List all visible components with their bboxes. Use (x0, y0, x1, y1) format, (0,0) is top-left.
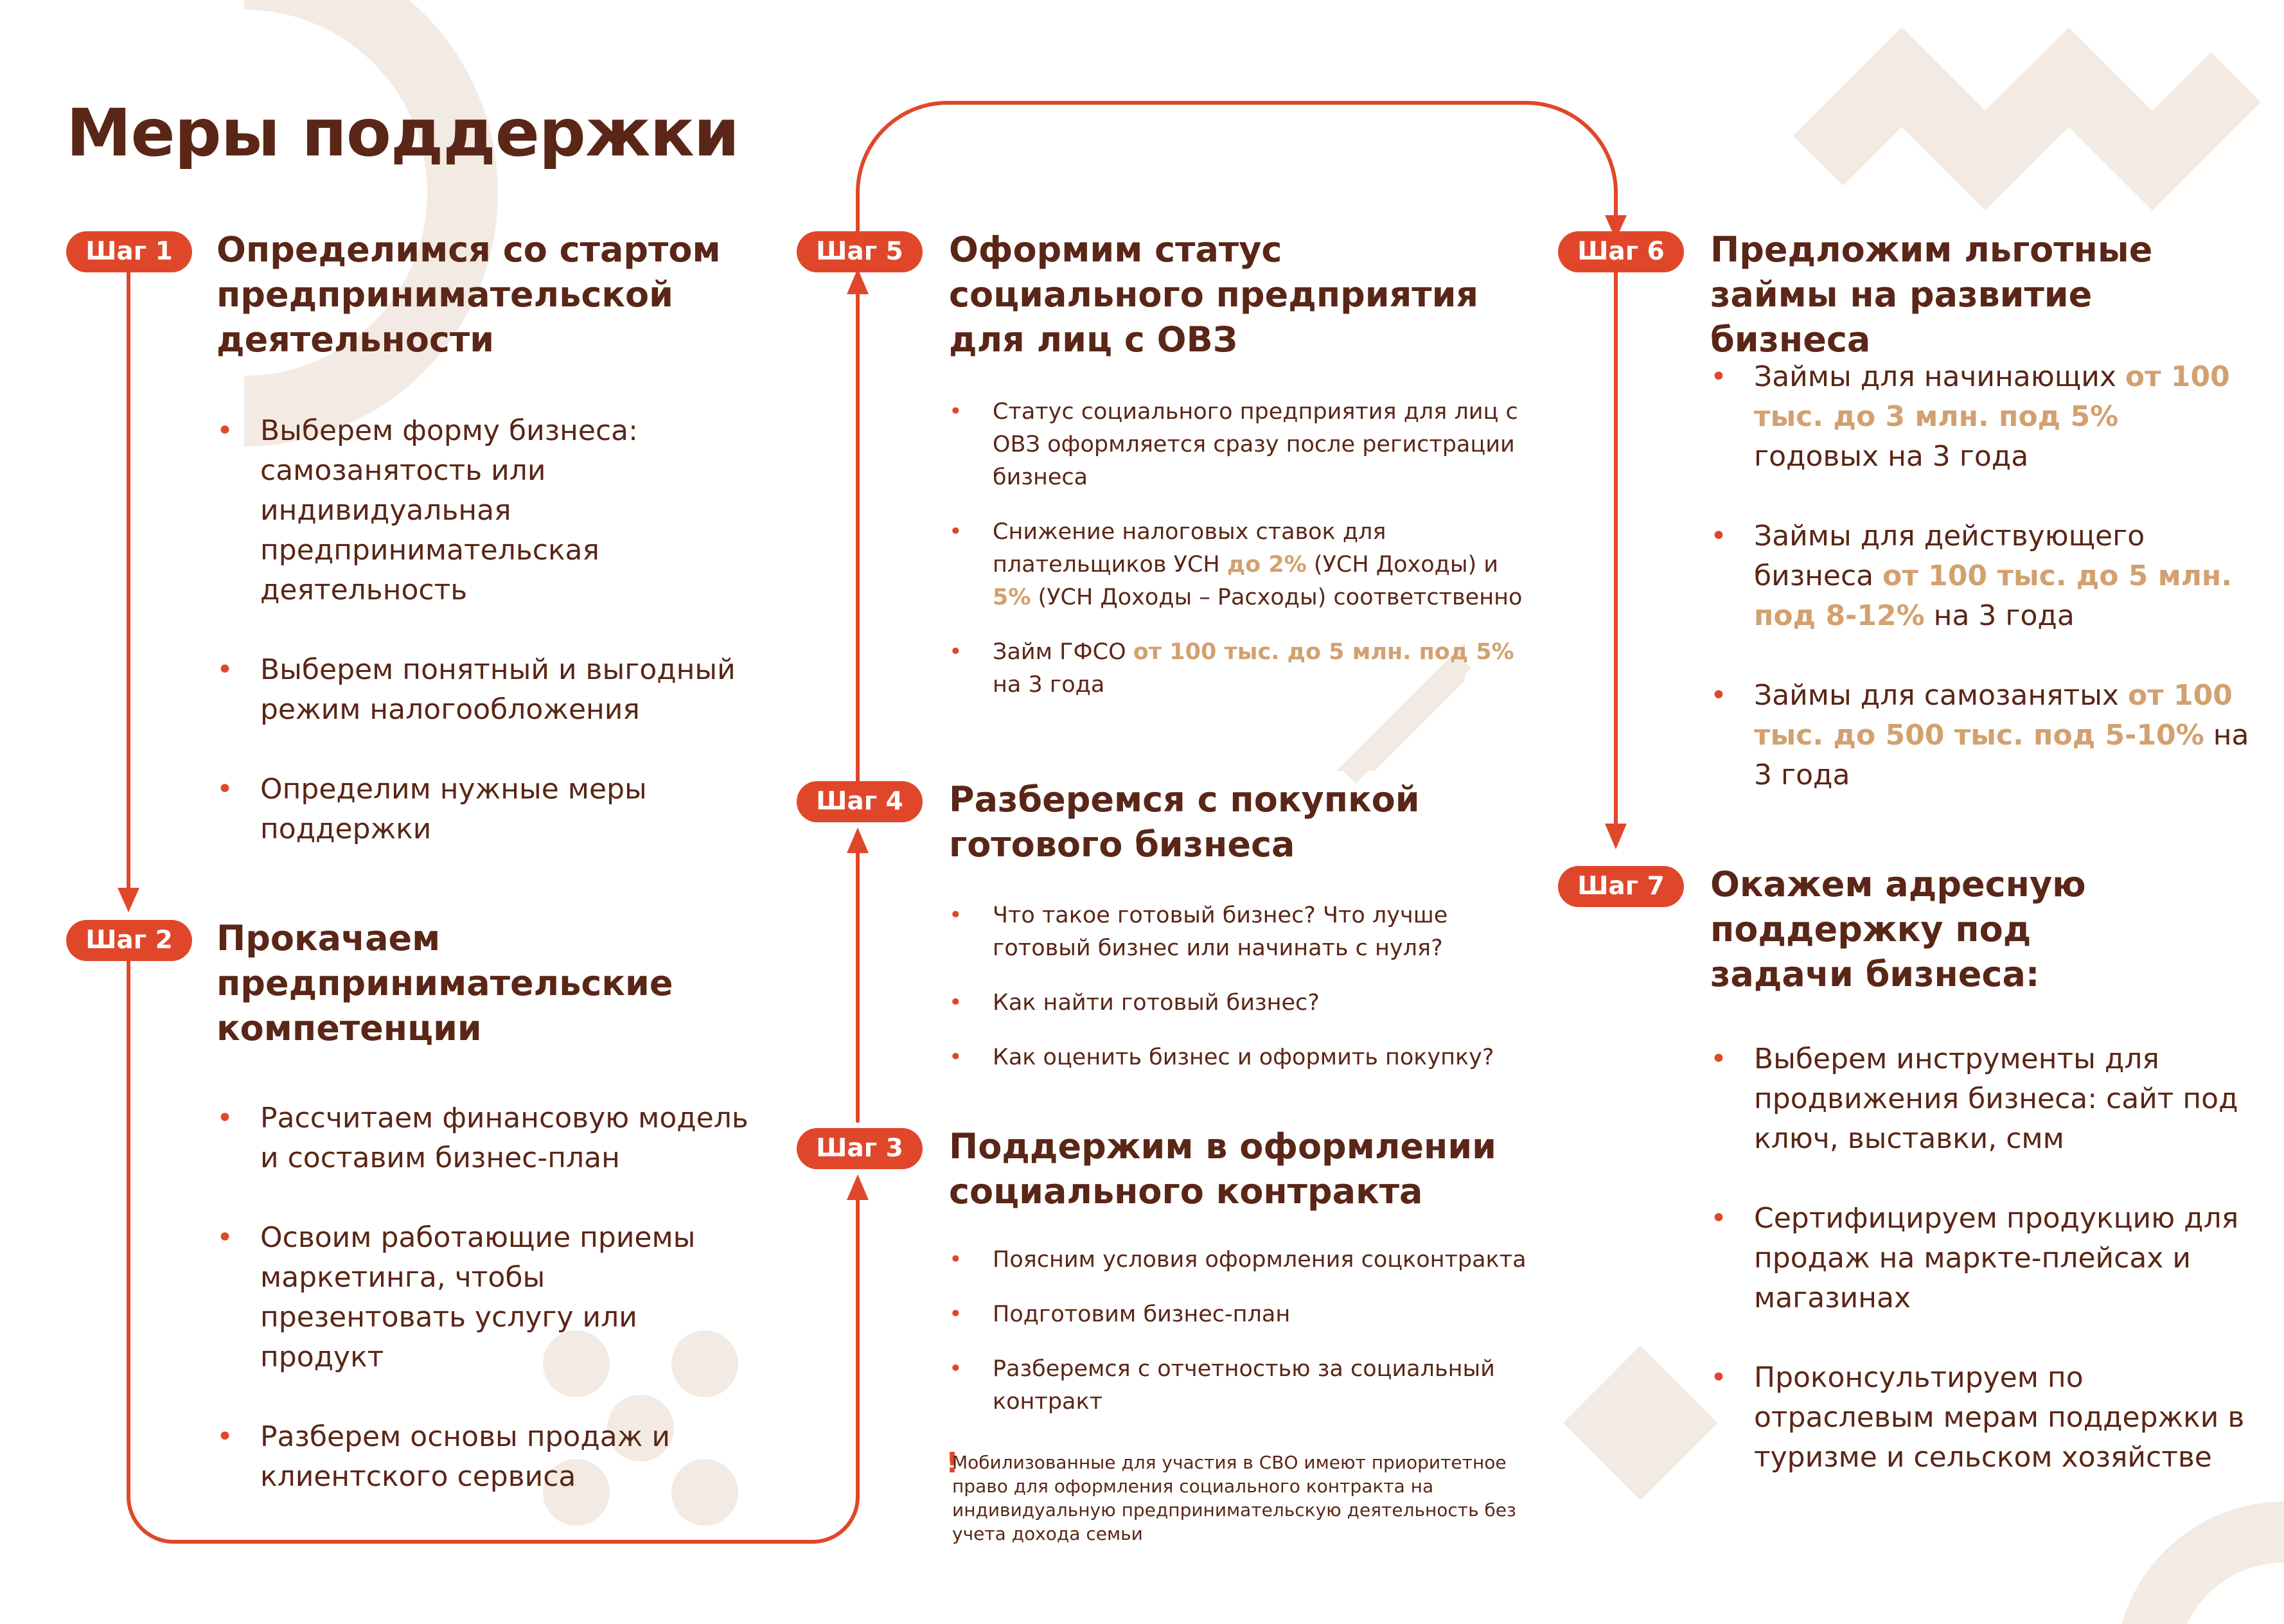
step-3-badge: Шаг 3 (797, 1128, 923, 1169)
page-title: Меры поддержки (66, 95, 739, 172)
list-item: Поясним условия оформления соцконтракта (949, 1244, 1527, 1276)
list-item: Выберем инструменты для продвижения бизн… (1710, 1039, 2250, 1159)
list-item: Займы для самозанятых от 100 тыс. до 500… (1710, 676, 2250, 795)
list-item: Займ ГФСО от 100 тыс. до 5 млн. под 5% н… (949, 636, 1527, 702)
step-3-note: Мобилизованные для участия в СВО имеют п… (952, 1452, 1516, 1544)
list-item: Выберем понятный и выгодный режим налого… (217, 650, 750, 730)
text-segment: на 3 года (993, 672, 1105, 698)
step-6-list: Займы для начинающих от 100 тыс. до 3 мл… (1710, 357, 2250, 835)
list-item: Займы для начинающих от 100 тыс. до 3 мл… (1710, 357, 2250, 477)
step-7-list: Выберем инструменты для продвижения бизн… (1710, 1039, 2250, 1517)
highlight-text: от 100 тыс. до 5 млн. под 8-12% (1754, 560, 2233, 632)
step-7-heading: Окажем адресную поддержку под задачи биз… (1710, 864, 2086, 994)
step-7-badge: Шаг 7 (1558, 866, 1684, 907)
list-item: Выберем форму бизнеса: самозанятость или… (217, 411, 750, 610)
step-6-badge: Шаг 6 (1558, 231, 1684, 272)
step-2-list: Рассчитаем финансовую модель и составим … (217, 1099, 750, 1537)
list-item: Подготовим бизнес-план (949, 1298, 1527, 1331)
step-5-badge: Шаг 5 (797, 231, 923, 272)
highlight-text: от 100 тыс. до 500 тыс. под 5-10% (1754, 679, 2233, 752)
list-item: Как найти готовый бизнес? (949, 987, 1527, 1019)
step-2-badge: Шаг 2 (66, 920, 192, 961)
list-item: Займы для действующего бизнеса от 100 ты… (1710, 516, 2250, 636)
step-6-heading: Предложим льготные займы на развитие биз… (1710, 229, 2153, 360)
list-item: Проконсультируем по отраслевым мерам под… (1710, 1358, 2250, 1478)
list-item: Определим нужные меры поддержки (217, 770, 750, 849)
text-segment: (УСН Доходы – Расходы) соответственно (1031, 585, 1523, 610)
text-segment: Снижение налоговых ставок для плательщик… (993, 519, 1386, 578)
text-segment: годовых на 3 года (1754, 440, 2029, 473)
text-segment: на 3 года (1924, 599, 2075, 632)
text-segment: Займы для начинающих (1754, 360, 2125, 393)
text-segment: Займы для самозанятых (1754, 679, 2128, 712)
list-item: Снижение налоговых ставок для плательщик… (949, 516, 1527, 614)
text-segment: на 3 года (1754, 719, 2249, 791)
step-3-list: Поясним условия оформления соцконтракта … (949, 1244, 1527, 1440)
step-4-list: Что такое готовый бизнес? Что лучше гото… (949, 899, 1527, 1096)
list-item: Статус социального предприятия для лиц с… (949, 396, 1527, 494)
list-item: Освоим работающие приемы маркетинга, что… (217, 1218, 750, 1377)
list-item: Как оценить бизнес и оформить покупку? (949, 1041, 1527, 1074)
highlight-text: до 2% (1226, 552, 1307, 578)
text-segment: Займ ГФСО (993, 639, 1133, 665)
highlight-text: 5% (993, 585, 1031, 610)
text-segment: (УСН Доходы) и (1306, 552, 1499, 578)
step-5-list: Статус социального предприятия для лиц с… (949, 396, 1527, 723)
step-4-heading: Разберемся с покупкой готового бизнеса (949, 779, 1420, 865)
text-segment: Статус социального предприятия для лиц с… (993, 399, 1518, 490)
list-item: Разберем основы продаж и клиентского сер… (217, 1417, 750, 1497)
step-1-heading: Определимся со стартом предпринимательск… (217, 229, 721, 360)
text-segment: Займы для действующего бизнеса (1754, 520, 2145, 592)
step-2-heading: Прокачаем предпринимательские компетенци… (217, 918, 673, 1048)
step-3-heading: Поддержим в оформлении социального контр… (949, 1126, 1497, 1212)
highlight-text: от 100 тыс. до 3 млн. под 5% (1754, 360, 2230, 433)
list-item: Что такое готовый бизнес? Что лучше гото… (949, 899, 1527, 965)
exclamation-icon: ! (946, 1447, 959, 1479)
step-4-badge: Шаг 4 (797, 781, 923, 822)
list-item: Разберемся с отчетностью за социальный к… (949, 1353, 1527, 1418)
step-5-heading: Оформим статус социального предприятия д… (949, 229, 1479, 360)
step-1-list: Выберем форму бизнеса: самозанятость или… (217, 411, 750, 889)
step-1-badge: Шаг 1 (66, 231, 192, 272)
list-item: Сертифицируем продукцию для продаж на ма… (1710, 1199, 2250, 1318)
list-item: Рассчитаем финансовую модель и составим … (217, 1099, 750, 1178)
highlight-text: от 100 тыс. до 5 млн. под 5% (1133, 639, 1514, 665)
